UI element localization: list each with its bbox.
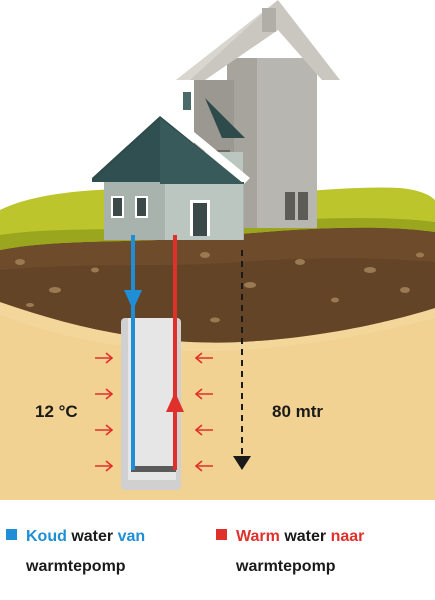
legend-warm-accent: Warm — [236, 528, 280, 545]
legend-warm: Warm water naar warmtepomp — [216, 528, 364, 576]
legend-cold-middle: water — [71, 528, 114, 545]
soil-stones — [15, 252, 424, 323]
legend-cold-end: van — [117, 528, 146, 545]
cold-flow-arrow-icon — [124, 290, 142, 310]
legend-warm-middle: water — [284, 528, 327, 545]
heat-arrow-icon — [95, 388, 114, 400]
heat-arrow-icon — [194, 388, 213, 400]
heat-arrows-left — [95, 352, 114, 472]
legend-warm-line2: warmtepomp — [236, 558, 336, 575]
legend-cold-line2: warmtepomp — [26, 558, 126, 575]
heat-arrow-icon — [194, 460, 213, 472]
topsoil-shade — [0, 258, 435, 343]
house-front-icon — [84, 92, 250, 240]
heat-arrow-icon — [95, 352, 114, 364]
cold-legend-swatch — [6, 529, 17, 540]
warm-legend-swatch — [216, 529, 227, 540]
temperature-label: 12 °C — [35, 402, 78, 421]
heat-arrow-icon — [95, 424, 114, 436]
geothermal-diagram — [0, 0, 435, 500]
heat-arrow-icon — [194, 424, 213, 436]
pipe-bottom — [131, 466, 176, 472]
heat-arrow-icon — [95, 460, 114, 472]
heat-arrows-right — [194, 352, 213, 472]
depth-arrow-icon — [233, 456, 251, 470]
legend-warm-end: naar — [330, 528, 365, 545]
depth-label: 80 mtr — [272, 402, 324, 421]
heat-arrow-icon — [194, 352, 213, 364]
legend-cold: Koud water van warmtepomp — [6, 528, 145, 576]
warm-flow-arrow-icon — [166, 392, 184, 412]
legend-cold-accent: Koud — [26, 528, 67, 545]
borehole-inner — [128, 318, 176, 480]
